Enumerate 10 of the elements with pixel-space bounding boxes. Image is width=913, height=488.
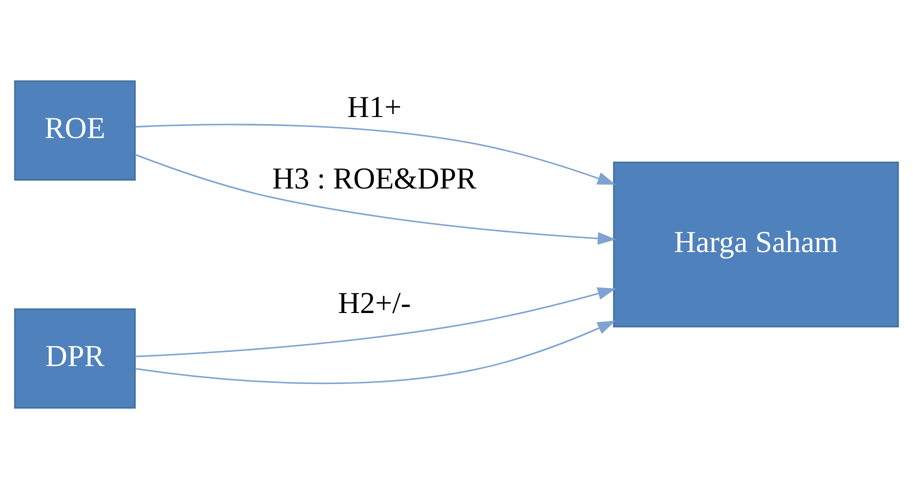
arrow (135, 153, 616, 244)
edge-label: H1+ (347, 89, 402, 124)
node-box: DPR (14, 308, 136, 408)
node-box: ROE (14, 80, 136, 180)
edge-label: H3 : ROE&DPR (272, 160, 477, 195)
edge-label: H2+/- (338, 285, 411, 320)
arrow (135, 286, 616, 357)
arrow (136, 320, 616, 384)
node-box: Harga Saham (613, 161, 899, 327)
arrow (135, 123, 616, 184)
